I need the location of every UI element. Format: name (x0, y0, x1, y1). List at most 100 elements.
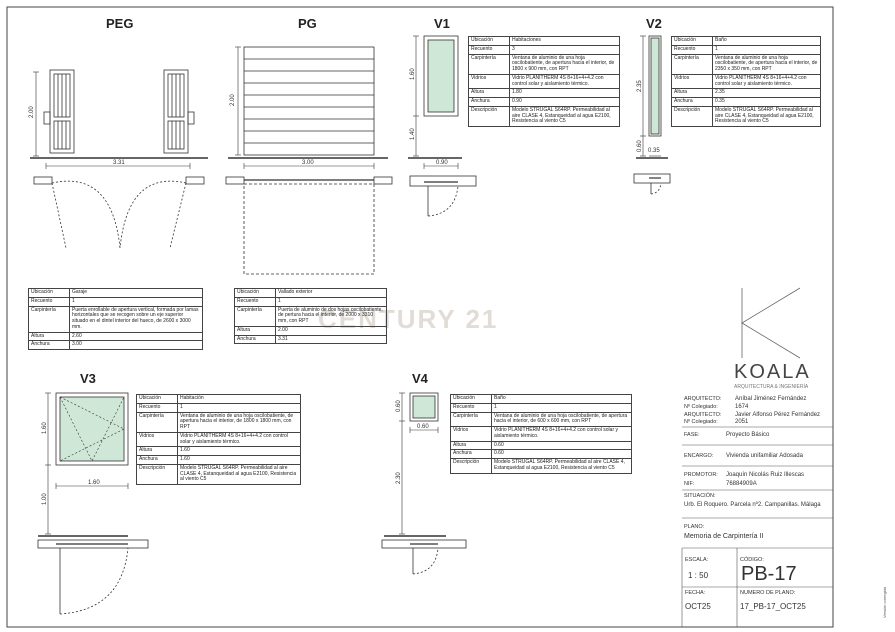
arq2-label: ARQUITECTO: (684, 412, 722, 418)
v1-sill-dim: 1.40 (410, 128, 416, 140)
peg-plan (33, 176, 205, 249)
v1-elevation (408, 35, 462, 169)
peg-recuento: 1 (69, 296, 203, 307)
v3-vidrios: Vidrio PLANITHERM 4S 8+16+4+4.2 con cont… (177, 431, 301, 448)
v4-ubicacion: Baño (491, 394, 632, 404)
peg-carpinteria: Puerta enrollable de apertura vertical, … (69, 305, 203, 333)
v3-altura: 1.60 (177, 446, 301, 456)
numero-value: 17_PB-17_OCT25 (740, 602, 806, 611)
v2-elevation (636, 35, 668, 159)
v4-recuento: 1 (491, 402, 632, 413)
v2-descripcion: Modelo STRUGAL S64RP. Permeabilidad al a… (712, 105, 821, 128)
sheet-frame (6, 6, 834, 628)
v3-width-dim: 1.60 (88, 480, 100, 486)
v4-plan (381, 539, 467, 575)
v3-anchura: 1.60 (177, 455, 301, 465)
col1-num: 1674 (735, 404, 749, 410)
v1-ubicacion-label: Ubicación (468, 36, 510, 46)
peg-elevation (30, 69, 208, 169)
v2-recuento: 1 (712, 44, 821, 55)
nif-value: 76884909A (726, 481, 757, 487)
pg-altura: 2.00 (275, 325, 387, 336)
v3-recuento: 1 (177, 402, 301, 413)
codigo-value: PB-17 (741, 563, 797, 585)
plano-label: PLANO: (684, 524, 705, 530)
v3-sill-dim: 1.00 (42, 493, 48, 505)
v3-descripcion-label: Descripción (136, 463, 178, 486)
peg-title: PEG (106, 16, 133, 31)
v2-plan (633, 173, 671, 195)
v4-descripcion-label: Descripción (450, 458, 492, 474)
pg-plan (225, 176, 393, 275)
fecha-label: FECHA: (685, 590, 706, 596)
col2-num: 2051 (735, 419, 749, 425)
fase-value: Proyecto Básico (726, 432, 770, 438)
v1-width-dim: 0.90 (436, 160, 448, 166)
pg-anchura: 3.31 (275, 334, 387, 345)
v2-ubicacion-label: Ubicación (671, 36, 713, 46)
v4-anchura: 0.60 (491, 449, 632, 459)
v4-carpinteria: Ventana de aluminio de una hoja osciloba… (491, 411, 632, 427)
v4-vidrios: Vidrio PLANITHERM 4S 8+16+4+4.2 con cont… (491, 426, 632, 442)
v4-elevation (384, 392, 446, 537)
v3-height-dim: 1.60 (42, 422, 48, 434)
situacion-value: Urb. El Roquero. Parcela nº2. Campanilla… (684, 502, 821, 508)
v2-sill-dim: 0.60 (637, 140, 643, 152)
side-note: Versión corregida (882, 586, 887, 618)
v1-descripcion-label: Descripción (468, 105, 510, 128)
promotor-value: Joaquín Nicolás Ruiz Illescas (726, 472, 805, 478)
v4-altura-label: Altura (450, 440, 492, 451)
v3-title: V3 (80, 371, 96, 386)
arq1-name: Aníbal Jiménez Fernández (735, 396, 807, 402)
v4-width-dim: 0.60 (417, 424, 429, 430)
v2-carpinteria: Ventana de aluminio de una hoja osciloba… (712, 53, 821, 75)
v2-height-dim: 2.35 (637, 80, 643, 92)
encargo-value: Vivienda unifamiliar Adosada (726, 453, 803, 459)
v1-carpinteria: Ventana de aluminio de una hoja osciloba… (509, 53, 620, 75)
v4-vidrios-label: Vidrios (450, 426, 492, 442)
v1-carpinteria-label: Carpintería (468, 53, 510, 75)
v3-ubicacion: Habitación (177, 394, 301, 404)
numero-label: NUMERO DE PLANO: (740, 590, 796, 596)
v3-recuento-label: Recuento (136, 402, 178, 413)
peg-ubicacion-label: Ubicación (28, 288, 70, 298)
v3-carpinteria: Ventana de aluminio de una hoja osciloba… (177, 411, 301, 433)
pg-carpinteria: Puerta de aluminio de dos hojas osciloba… (275, 305, 387, 327)
v4-altura: 0.60 (491, 440, 632, 451)
pg-carpinteria-label: Carpintería (234, 305, 276, 327)
v1-recuento-label: Recuento (468, 44, 510, 55)
v2-altura-label: Altura (671, 88, 713, 98)
pg-height-dim: 2.00 (230, 94, 236, 106)
pg-anchura-label: Anchura (234, 334, 276, 345)
codigo-label: CÓDIGO: (740, 557, 764, 563)
promotor-label: PROMOTOR: (684, 472, 718, 478)
pg-recuento-label: Recuento (234, 296, 276, 307)
peg-altura-label: Altura (28, 331, 70, 342)
v1-plan (409, 175, 477, 217)
pg-title: PG (298, 16, 317, 31)
col2-label: Nº Colegiado: (684, 419, 718, 425)
pg-ubicacion-label: Ubicación (234, 288, 276, 298)
v1-height-dim: 1.60 (410, 68, 416, 80)
pg-ubicacion: Vallado exterior (275, 288, 387, 298)
v2-vidrios-label: Vidrios (671, 73, 713, 90)
v4-descripcion: Modelo STRUGAL S64RP. Permeabilidad al a… (491, 458, 632, 474)
pg-altura-label: Altura (234, 325, 276, 336)
v3-elevation (38, 392, 129, 537)
v3-anchura-label: Anchura (136, 455, 178, 465)
v1-vidrios-label: Vidrios (468, 73, 510, 90)
v2-descripcion-label: Descripción (671, 105, 713, 128)
pg-elevation (228, 46, 388, 169)
v4-carpinteria-label: Carpintería (450, 411, 492, 427)
v2-recuento-label: Recuento (671, 44, 713, 55)
v3-ubicacion-label: Ubicación (136, 394, 178, 404)
v2-carpinteria-label: Carpintería (671, 53, 713, 75)
arq2-name: Javier Alfonso Pérez Fernández (735, 412, 821, 418)
peg-anchura: 3.00 (69, 340, 203, 350)
v2-ubicacion: Baño (712, 36, 821, 46)
